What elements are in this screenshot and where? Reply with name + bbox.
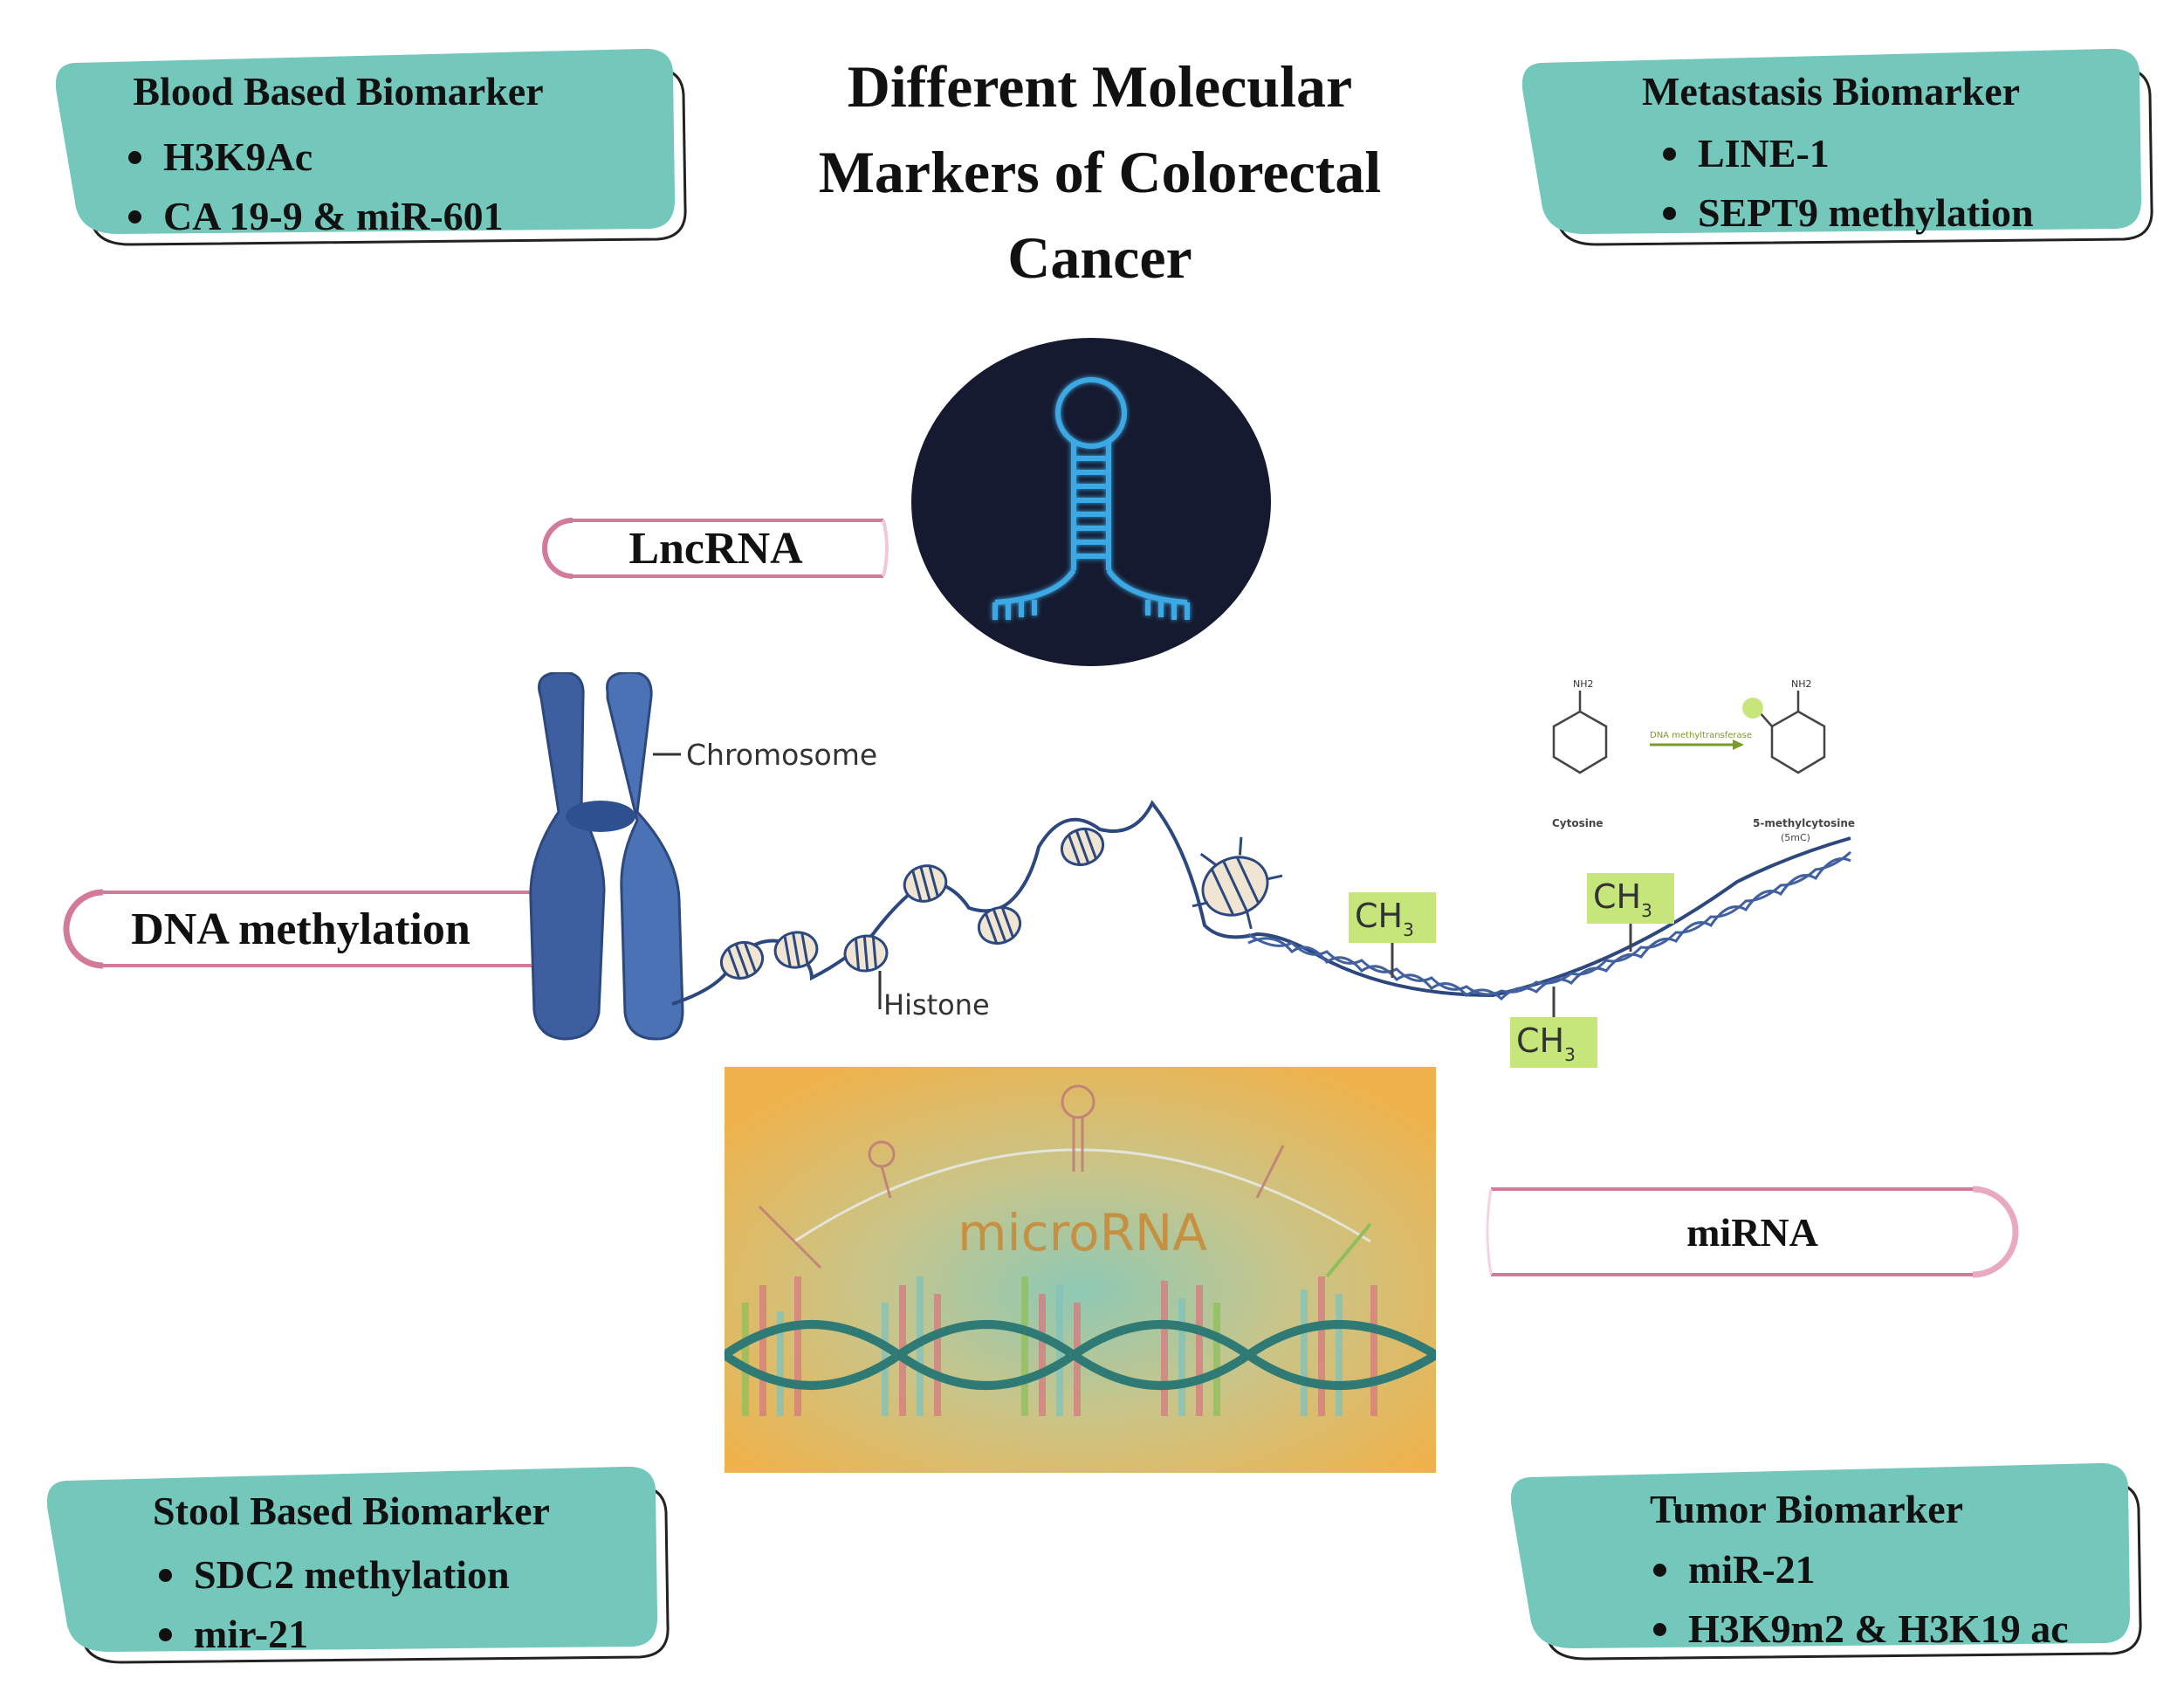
blood-biomarker-panel: Blood Based Biomarker H3K9Ac CA 19-9 & m… (39, 42, 690, 251)
nucleosome-group (719, 827, 1283, 980)
title-line-2: Markers of Colorectal (818, 139, 1382, 205)
nh2-label-left: NH2 (1573, 678, 1594, 690)
rna-hairpin-illustration (911, 338, 1271, 666)
dna-methylation-label: DNA methylation (63, 889, 539, 969)
panel-shape (1510, 1462, 2142, 1661)
cytosine-label: Cytosine (1552, 817, 1604, 829)
histone-label: Histone (883, 988, 990, 1021)
methyl-tag-1: CH3 (1349, 892, 1436, 978)
microrna-word: microRNA (958, 1203, 1207, 1262)
svg-text:CH3: CH3 (1516, 1021, 1576, 1065)
enzyme-label: DNA methyltransferase (1650, 731, 1752, 740)
list-item: miR-21 (1643, 1540, 2069, 1599)
metastasis-biomarker-panel: Metastasis Biomarker LINE-1 SEPT9 methyl… (1506, 42, 2156, 251)
hairpin-icon (992, 377, 1190, 620)
list-item: LINE-1 (1652, 124, 2034, 183)
stool-biomarker-panel: Stool Based Biomarker SDC2 methylation m… (31, 1460, 672, 1669)
methyl-tag-3: CH3 (1510, 987, 1597, 1068)
mirna-label: miRNA (1484, 1186, 2021, 1278)
blood-panel-list: H3K9Ac CA 19-9 & miR-601 (118, 127, 504, 246)
panel-shape (46, 1466, 670, 1664)
metastasis-panel-title: Metastasis Biomarker (1641, 69, 2021, 113)
svg-text:CH3: CH3 (1355, 897, 1414, 940)
list-item: H3K9m2 & H3K19 ac (1643, 1599, 2069, 1659)
title-line-3: Cancer (1007, 224, 1192, 291)
list-item: SDC2 methylation (148, 1545, 510, 1605)
tumor-panel-list: miR-21 H3K9m2 & H3K19 ac (1643, 1540, 2069, 1659)
5mc-abbr: (5mC) (1781, 832, 1810, 843)
list-item: mir-21 (148, 1605, 510, 1664)
panel-shape (55, 48, 687, 246)
chromosome-label: Chromosome (686, 738, 877, 772)
list-item: SEPT9 methylation (1652, 183, 2034, 243)
stool-panel-list: SDC2 methylation mir-21 (148, 1545, 510, 1664)
stool-panel-title: Stool Based Biomarker (153, 1489, 550, 1533)
methyl-tag-2: CH3 (1587, 873, 1674, 952)
lncrna-label: LncRNA (541, 517, 890, 580)
list-item: CA 19-9 & miR-601 (118, 187, 504, 246)
page-title: Different Molecular Markers of Colorecta… (751, 44, 1449, 300)
panel-shape (1521, 48, 2153, 246)
tumor-panel-title: Tumor Biomarker (1649, 1487, 1964, 1531)
list-item: H3K9Ac (118, 127, 504, 187)
chromosome-icon (529, 672, 684, 1041)
microrna-illustration: microRNA (725, 1067, 1436, 1473)
tumor-biomarker-panel: Tumor Biomarker miR-21 H3K9m2 & H3K19 ac (1494, 1456, 2145, 1666)
title-line-1: Different Molecular (847, 53, 1353, 120)
chromatin-illustration: Chromosome Histone CH3 CH3 CH3 (529, 672, 1852, 1068)
metastasis-panel-list: LINE-1 SEPT9 methylation (1652, 124, 2034, 243)
dna-helix (1247, 850, 1852, 1001)
5mc-label: 5-methylcytosine (1753, 817, 1855, 829)
svg-text:CH3: CH3 (1593, 877, 1652, 921)
nh2-label-right: NH2 (1791, 678, 1812, 690)
cytosine-methylation-reaction: NH2 NH2 DNA methyltransferase Cytosine 5… (1552, 678, 1855, 843)
blood-panel-title: Blood Based Biomarker (133, 69, 544, 113)
